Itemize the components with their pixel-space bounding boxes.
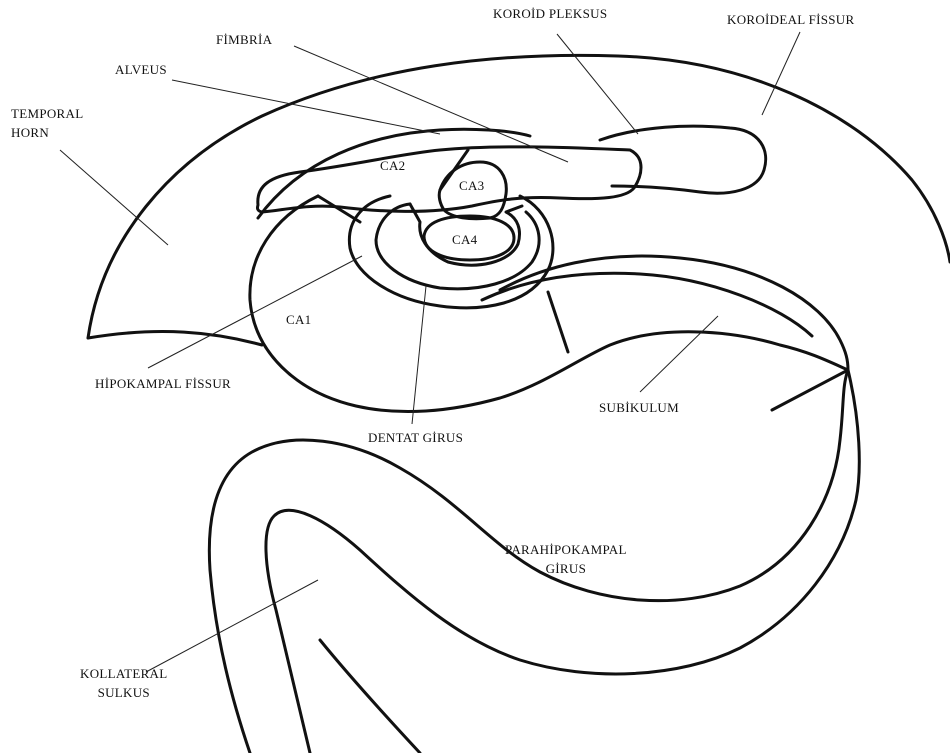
leader-alveus bbox=[172, 80, 440, 134]
leader-dentat-girus bbox=[412, 286, 426, 424]
label-ca1: CA1 bbox=[286, 310, 311, 329]
leader-koroid-pleksus bbox=[557, 34, 638, 134]
subiculum-divider-right bbox=[772, 370, 848, 410]
subiculum-upper-line bbox=[500, 256, 848, 370]
label-koroideal-fissur: KOROİDEAL FİSSUR bbox=[727, 10, 854, 29]
label-ca2: CA2 bbox=[380, 156, 405, 175]
label-hipokampal-fissur: HİPOKAMPAL FİSSUR bbox=[95, 374, 231, 393]
lower-right-contour bbox=[320, 640, 420, 753]
label-temporal-horn: TEMPORAL HORN bbox=[11, 104, 83, 142]
label-subikulum: SUBİKULUM bbox=[599, 398, 679, 417]
leader-kollateral-sulkus bbox=[146, 580, 318, 672]
label-kollateral-sulkus: KOLLATERAL SULKUS bbox=[80, 664, 168, 702]
leader-subikulum bbox=[640, 316, 718, 392]
leader-hipokampal-fissur bbox=[148, 256, 362, 368]
label-ca3: CA3 bbox=[459, 176, 484, 195]
label-ca4: CA4 bbox=[452, 230, 477, 249]
leader-koroideal-fissur bbox=[762, 32, 800, 115]
label-alveus: ALVEUS bbox=[115, 60, 167, 79]
label-dentat-girus: DENTAT GİRUS bbox=[368, 428, 463, 447]
leader-fimbria bbox=[294, 46, 568, 162]
choroid-plexus-outline bbox=[600, 126, 766, 193]
subiculum-divider-left bbox=[548, 292, 568, 352]
label-parahipokampal-girus: PARAHİPOKAMPAL GİRUS bbox=[505, 540, 627, 578]
temporal-horn-floor bbox=[88, 332, 262, 345]
subiculum-inner-line bbox=[482, 273, 812, 336]
label-fimbria: FİMBRİA bbox=[216, 30, 272, 49]
label-koroid-pleksus: KOROİD PLEKSUS bbox=[493, 4, 607, 23]
